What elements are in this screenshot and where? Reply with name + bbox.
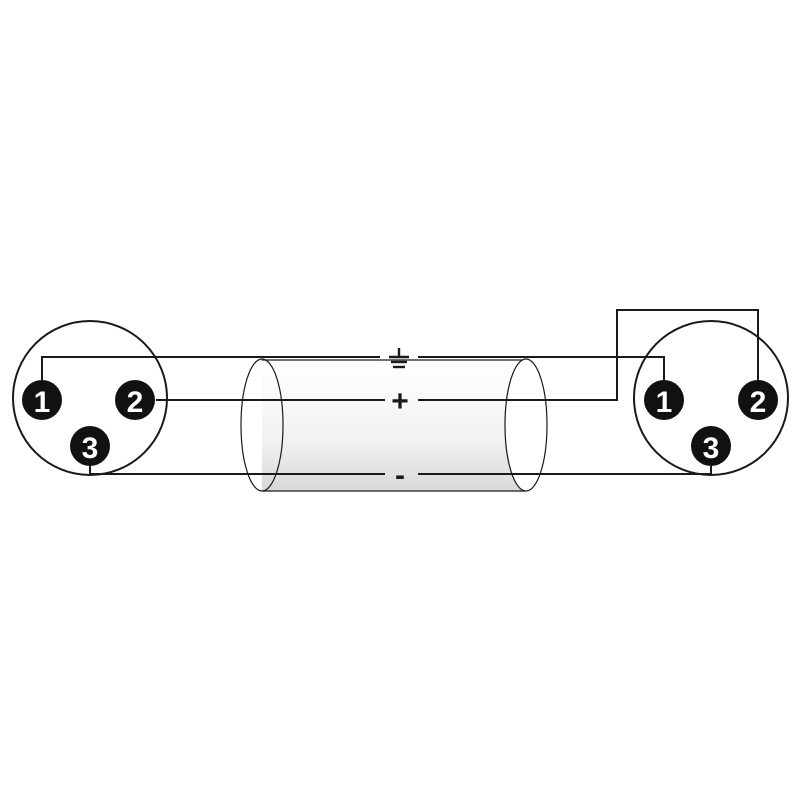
shield-ring-right xyxy=(504,358,548,492)
left-xlr-connector: 1 2 3 xyxy=(12,320,168,476)
left-pin-3-label: 3 xyxy=(82,432,99,465)
right-pin-2: 2 xyxy=(738,380,778,420)
plus-symbol: + xyxy=(391,385,409,418)
plus-wire xyxy=(156,309,759,401)
left-connector-housing xyxy=(12,320,168,476)
minus-symbol: - xyxy=(395,459,405,492)
cable-shield xyxy=(240,358,548,492)
right-connector-housing xyxy=(633,320,789,476)
left-pin-1-label: 1 xyxy=(34,386,51,419)
left-pin-2-label: 2 xyxy=(127,386,144,419)
right-xlr-connector: 1 2 3 xyxy=(633,320,789,476)
right-pin-3: 3 xyxy=(691,426,731,466)
ground-wire xyxy=(41,356,665,380)
left-pin-1: 1 xyxy=(22,380,62,420)
shield-ring-left xyxy=(240,358,284,492)
left-pin-3: 3 xyxy=(70,426,110,466)
right-pin-1: 1 xyxy=(644,380,684,420)
ground-symbol-icon xyxy=(389,348,409,369)
right-pin-1-label: 1 xyxy=(656,386,673,419)
right-pin-2-label: 2 xyxy=(750,386,767,419)
left-pin-2: 2 xyxy=(115,380,155,420)
right-pin-3-label: 3 xyxy=(703,432,720,465)
